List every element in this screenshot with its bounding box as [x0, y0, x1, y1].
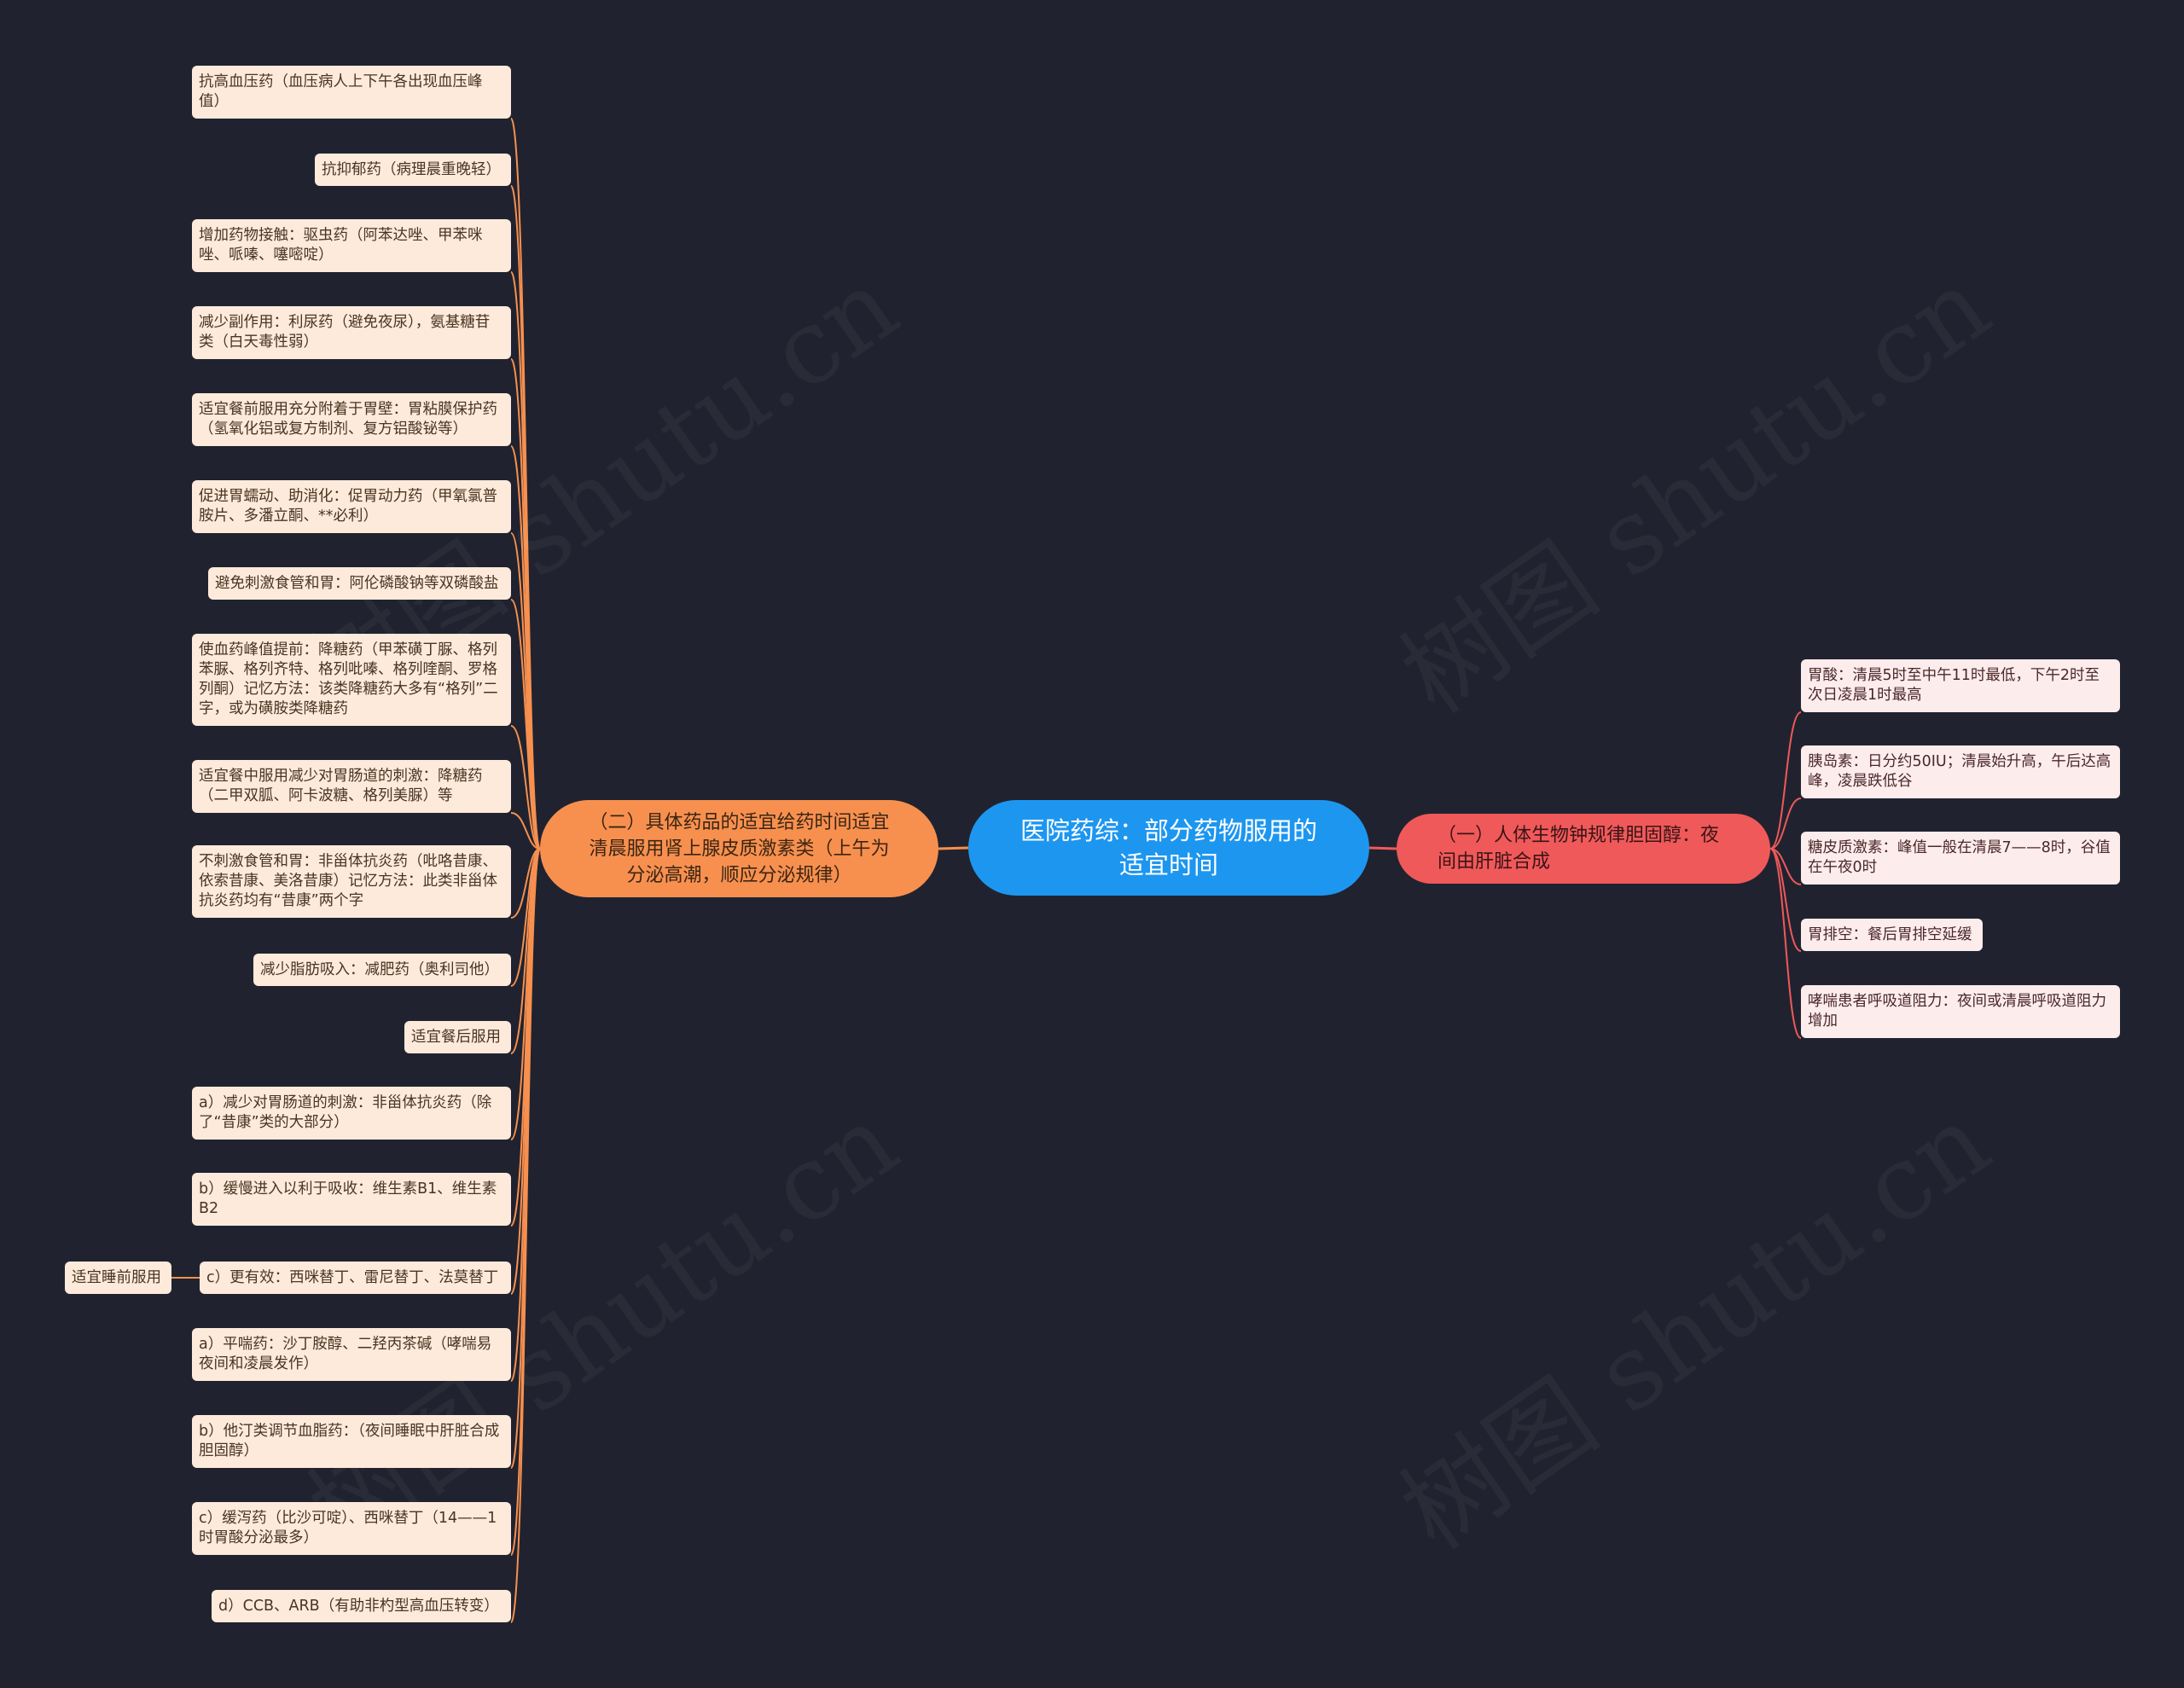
leaf-node[interactable]: 适宜餐前服用充分附着于胃壁：胃粘膜保护药（氢氧化铝或复方制剂、复方铝酸铋等） [192, 393, 511, 446]
leaf-node[interactable]: 适宜餐后服用 [404, 1021, 511, 1053]
root-topic[interactable]: 医院药综：部分药物服用的适宜时间 [968, 800, 1369, 896]
leaf-node[interactable]: 减少副作用：利尿药（避免夜尿），氨基糖苷类（白天毒性弱） [192, 306, 511, 359]
leaf-node[interactable]: 抗抑郁药（病理晨重晚轻） [315, 154, 511, 186]
link-right-leaf [1769, 848, 1802, 1039]
link-left-leaf [510, 848, 541, 1382]
link-left-leaf [510, 848, 541, 1556]
leaf-node-right[interactable]: 哮喘患者呼吸道阻力：夜间或清晨呼吸道阻力增加 [1801, 985, 2120, 1038]
branch-right-label: （一）人体生物钟规律胆固醇：夜间由肝脏合成 [1438, 825, 1720, 873]
link-left-leaf [510, 848, 541, 1140]
leaf-node[interactable]: 适宜餐中服用减少对胃肠道的刺激：降糖药（二甲双胍、阿卡波糖、格列美脲）等 [192, 760, 511, 813]
leaf-node[interactable]: 增加药物接触：驱虫药（阿苯达唑、甲苯咪唑、哌嗪、噻嘧啶） [192, 219, 511, 272]
link-right-leaf [1769, 711, 1802, 850]
leaf-node-right[interactable]: 胃排空：餐后胃排空延缓 [1801, 919, 1983, 951]
leaf-node[interactable]: d）CCB、ARB（有助非杓型高血压转变） [212, 1590, 511, 1622]
leaf-node-right[interactable]: 糖皮质激素：峰值一般在清晨7——8时，谷值在午夜0时 [1801, 832, 2120, 885]
link-left-leaf [510, 848, 541, 919]
link-left-leaf [510, 812, 541, 850]
link-left-leaf [510, 532, 541, 850]
root-topic-label: 医院药综：部分药物服用的适宜时间 [1019, 816, 1317, 879]
link-left-leaf [510, 118, 541, 850]
link-left-leaf [510, 848, 541, 1295]
link-left-leaf [510, 725, 541, 850]
link-left-leaf [510, 271, 541, 850]
branch-left-topic[interactable]: （二）具体药品的适宜给药时间适宜清晨服用肾上腺皮质激素类（上午为分泌高潮，顺应分… [540, 800, 938, 897]
leaf-node[interactable]: 使血药峰值提前：降糖药（甲苯磺丁脲、格列苯脲、格列齐特、格列吡嗪、格列喹酮、罗格… [192, 634, 511, 726]
branch-right-topic[interactable]: （一）人体生物钟规律胆固醇：夜间由肝脏合成 [1397, 814, 1770, 884]
leaf-node[interactable]: c）缓泻药（比沙可啶）、西咪替丁（14——1时胃酸分泌最多） [192, 1502, 511, 1555]
leaf-node[interactable]: 不刺激食管和胃：非甾体抗炎药（吡咯昔康、依索昔康、美洛昔康）记忆方法：此类非甾体… [192, 845, 511, 918]
leaf-node[interactable]: c）更有效：西咪替丁、雷尼替丁、法莫替丁 [200, 1262, 511, 1294]
leaf-node[interactable]: b）他汀类调节血脂药：（夜间睡眠中肝脏合成胆固醇） [192, 1415, 511, 1468]
link-left-leaf [510, 848, 541, 987]
link-left-leaf [510, 848, 541, 1054]
leaf-node[interactable]: 避免刺激食管和胃：阿伦磷酸钠等双磷酸盐 [208, 567, 511, 600]
watermark: 树图 shutu.cn [1368, 1063, 2013, 1577]
leaf-node[interactable]: b）缓慢进入以利于吸收：维生素B1、维生素B2 [192, 1173, 511, 1226]
leaf-node[interactable]: a）平喘药：沙丁胺醇、二羟丙茶碱（哮喘易夜间和凌晨发作） [192, 1328, 511, 1381]
link-right-leaf [1769, 848, 1802, 952]
link-left-leaf [510, 848, 541, 1469]
link-root-right [1368, 846, 1397, 850]
link-left-leaf [510, 848, 541, 1227]
link-left-leaf [510, 445, 541, 850]
leaf-node[interactable]: a）减少对胃肠道的刺激：非甾体抗炎药（除了“昔康”类的大部分） [192, 1087, 511, 1140]
link-left-leaf [510, 599, 541, 850]
leaf-node[interactable]: 促进胃蠕动、助消化：促胃动力药（甲氧氯普胺片、多潘立酮、**必利） [192, 480, 511, 533]
leaf-node[interactable]: 抗高血压药（血压病人上下午各出现血压峰值） [192, 66, 511, 119]
link-left-leaf [510, 848, 541, 1623]
link-right-leaf [1769, 848, 1802, 885]
link-root-left [938, 846, 969, 850]
link-right-leaf [1769, 798, 1802, 850]
leaf-node-right[interactable]: 胃酸：清晨5时至中午11时最低，下午2时至次日凌晨1时最高 [1801, 659, 2120, 712]
leaf-node-right[interactable]: 胰岛素：日分约50IU；清晨始升高，午后达高峰，凌晨跌低谷 [1801, 745, 2120, 798]
sub-leaf-node[interactable]: 适宜睡前服用 [65, 1262, 171, 1294]
leaf-node[interactable]: 减少脂肪吸入：减肥药（奥利司他） [253, 954, 511, 986]
watermark: 树图 shutu.cn [276, 1063, 921, 1577]
link-left-leaf [510, 358, 541, 850]
link-left-leaf [510, 185, 541, 850]
branch-left-label: （二）具体药品的适宜给药时间适宜清晨服用肾上腺皮质激素类（上午为分泌高潮，顺应分… [589, 811, 890, 886]
